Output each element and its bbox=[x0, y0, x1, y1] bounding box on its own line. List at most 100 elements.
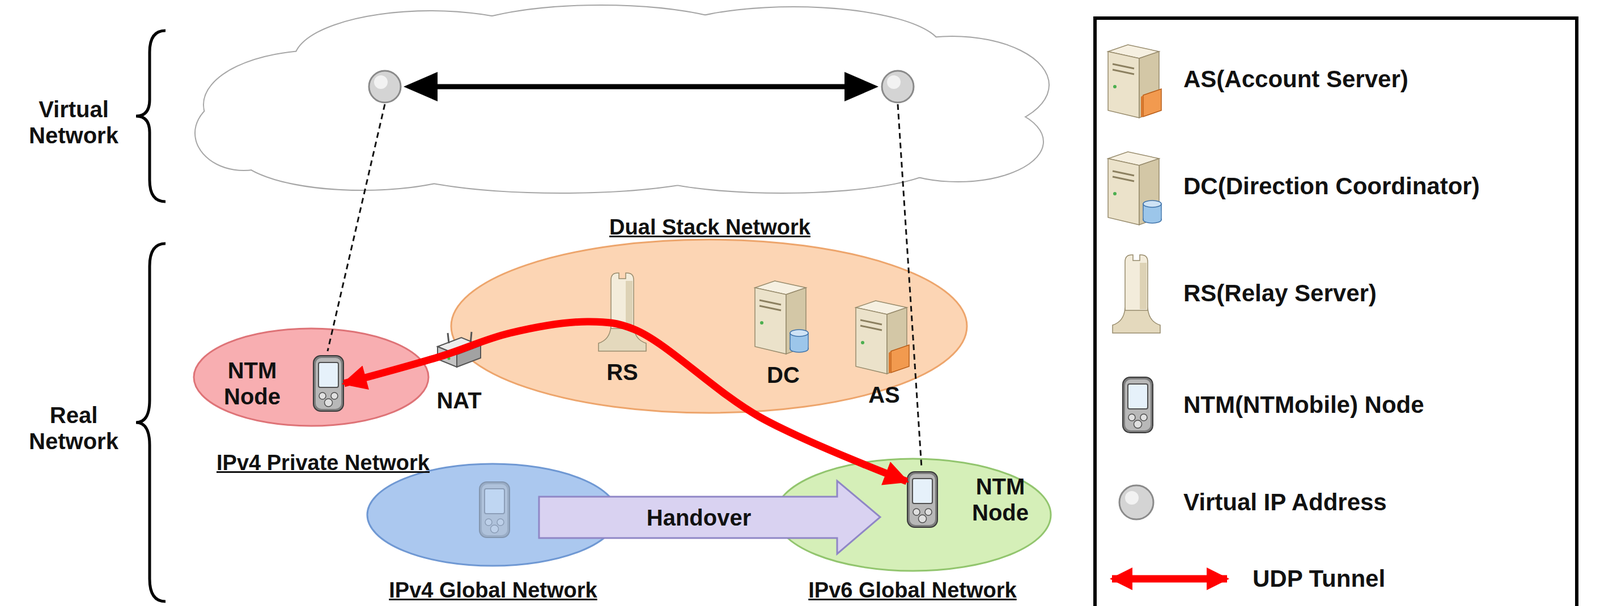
cloud-outline bbox=[195, 5, 1049, 193]
drawing-part bbox=[844, 71, 879, 102]
network-name: IPv6 Global Network bbox=[808, 578, 1017, 604]
drawing-part bbox=[479, 482, 510, 538]
cloud-fill bbox=[195, 5, 1049, 193]
drawing-part bbox=[754, 287, 787, 355]
drawing-part bbox=[447, 333, 449, 344]
drawing-part bbox=[1108, 51, 1140, 118]
drawing-part bbox=[1119, 485, 1154, 520]
network-region: NTM NodeIPv4 Private Network bbox=[192, 327, 454, 477]
drawing-part bbox=[136, 243, 166, 602]
side-label: Real Network bbox=[28, 402, 119, 455]
legend-sample bbox=[1108, 44, 1162, 118]
drawing-part bbox=[318, 362, 339, 388]
drawing-part bbox=[1108, 151, 1162, 226]
drawing-part bbox=[598, 273, 647, 352]
legend-entry: AS(Account Server) bbox=[1183, 65, 1409, 93]
drawing-part bbox=[1125, 491, 1139, 505]
drawing-part bbox=[403, 71, 438, 102]
drawing-part bbox=[897, 104, 922, 469]
drawing-part bbox=[1122, 377, 1153, 434]
drawing-part bbox=[860, 325, 882, 331]
drawing-part bbox=[1128, 414, 1136, 422]
drawing-part bbox=[890, 345, 910, 373]
drawing-part bbox=[1108, 44, 1162, 118]
drawing-part bbox=[1112, 171, 1135, 176]
mobile-node: NTM Node bbox=[906, 471, 1029, 529]
drawing-part bbox=[909, 474, 936, 526]
drawing-part bbox=[313, 355, 344, 412]
drawing-part bbox=[315, 358, 342, 410]
server-icon: AS bbox=[844, 297, 924, 409]
side-label-holder: Virtual Network bbox=[28, 96, 119, 149]
legend-frame bbox=[1095, 18, 1577, 606]
drawing-part bbox=[759, 306, 782, 311]
drawing-part bbox=[1139, 262, 1147, 310]
legend-entry: Virtual IP Address bbox=[1183, 489, 1387, 517]
node-label: NAT bbox=[436, 387, 482, 414]
network-name: IPv4 Private Network bbox=[216, 451, 430, 477]
legend-entry: DC(Direction Coordinator) bbox=[1183, 172, 1480, 201]
drawing-part bbox=[539, 481, 881, 555]
legend-text: Virtual IP Address bbox=[1183, 489, 1387, 517]
mapping-dashed-line bbox=[327, 104, 922, 469]
drawing-part bbox=[484, 489, 505, 515]
drawing-part bbox=[924, 508, 932, 516]
bracket bbox=[136, 30, 166, 602]
drawing-part bbox=[1125, 379, 1151, 431]
drawing-part bbox=[886, 75, 901, 89]
side-label-holder: Real Network bbox=[28, 402, 119, 455]
phone-icon bbox=[906, 471, 939, 529]
drawing-part bbox=[855, 307, 887, 375]
drawing-part bbox=[860, 320, 882, 325]
drawing-part bbox=[313, 355, 344, 412]
drawing-part bbox=[1113, 85, 1117, 89]
legend-entry: NTM(NTMobile) Node bbox=[1183, 391, 1425, 419]
drawing-part bbox=[1127, 384, 1148, 410]
drawing-part bbox=[1112, 308, 1161, 334]
legend-text: RS(Relay Server) bbox=[1183, 279, 1377, 308]
mobile-node: NTM Node bbox=[223, 355, 345, 413]
drawing-part bbox=[790, 340, 808, 349]
node-label: RS bbox=[606, 359, 639, 386]
drawing-part bbox=[368, 70, 401, 103]
drawing-part bbox=[1108, 158, 1140, 226]
drawing-part bbox=[1125, 255, 1148, 311]
drawing-part bbox=[481, 484, 508, 536]
legend-sample bbox=[1112, 255, 1161, 334]
drawing-part bbox=[327, 104, 385, 352]
legend-text: AS(Account Server) bbox=[1183, 65, 1409, 93]
node-label: DC bbox=[766, 362, 800, 389]
drawing-part bbox=[912, 478, 933, 504]
drawing-part bbox=[330, 392, 338, 400]
drawing-part bbox=[324, 399, 333, 407]
drawing-part bbox=[374, 75, 388, 89]
node-label: NTM Node bbox=[972, 473, 1029, 526]
drawing-part bbox=[754, 281, 809, 355]
drawing-part bbox=[1112, 255, 1161, 334]
drawing-part bbox=[1143, 88, 1162, 117]
drawing-part bbox=[860, 341, 865, 345]
drawing-part bbox=[1112, 176, 1135, 182]
drawing-part bbox=[625, 281, 633, 328]
drawing-part bbox=[490, 525, 499, 534]
drawing-part bbox=[759, 300, 782, 305]
drawing-part bbox=[497, 519, 504, 526]
legend-text: NTM(NTMobile) Node bbox=[1183, 391, 1425, 419]
drawing-part bbox=[907, 472, 938, 528]
legend-sample bbox=[1112, 579, 1228, 580]
drawing-part bbox=[1134, 420, 1143, 429]
drawing-part bbox=[195, 96, 292, 171]
network-name: Dual Stack Network bbox=[609, 215, 811, 241]
drawing-part bbox=[760, 321, 764, 325]
drawing-part bbox=[1122, 377, 1153, 434]
circle-highlight bbox=[374, 75, 901, 89]
drawing-part bbox=[195, 96, 292, 171]
drawing-part bbox=[479, 482, 510, 538]
udp-tunnel bbox=[344, 321, 907, 482]
drawing-part bbox=[193, 328, 429, 427]
virtual-link-arrow bbox=[403, 71, 879, 102]
legend-entry: RS(Relay Server) bbox=[1183, 279, 1377, 308]
drawing-part bbox=[1112, 64, 1135, 69]
previous-position-phone bbox=[479, 482, 510, 538]
